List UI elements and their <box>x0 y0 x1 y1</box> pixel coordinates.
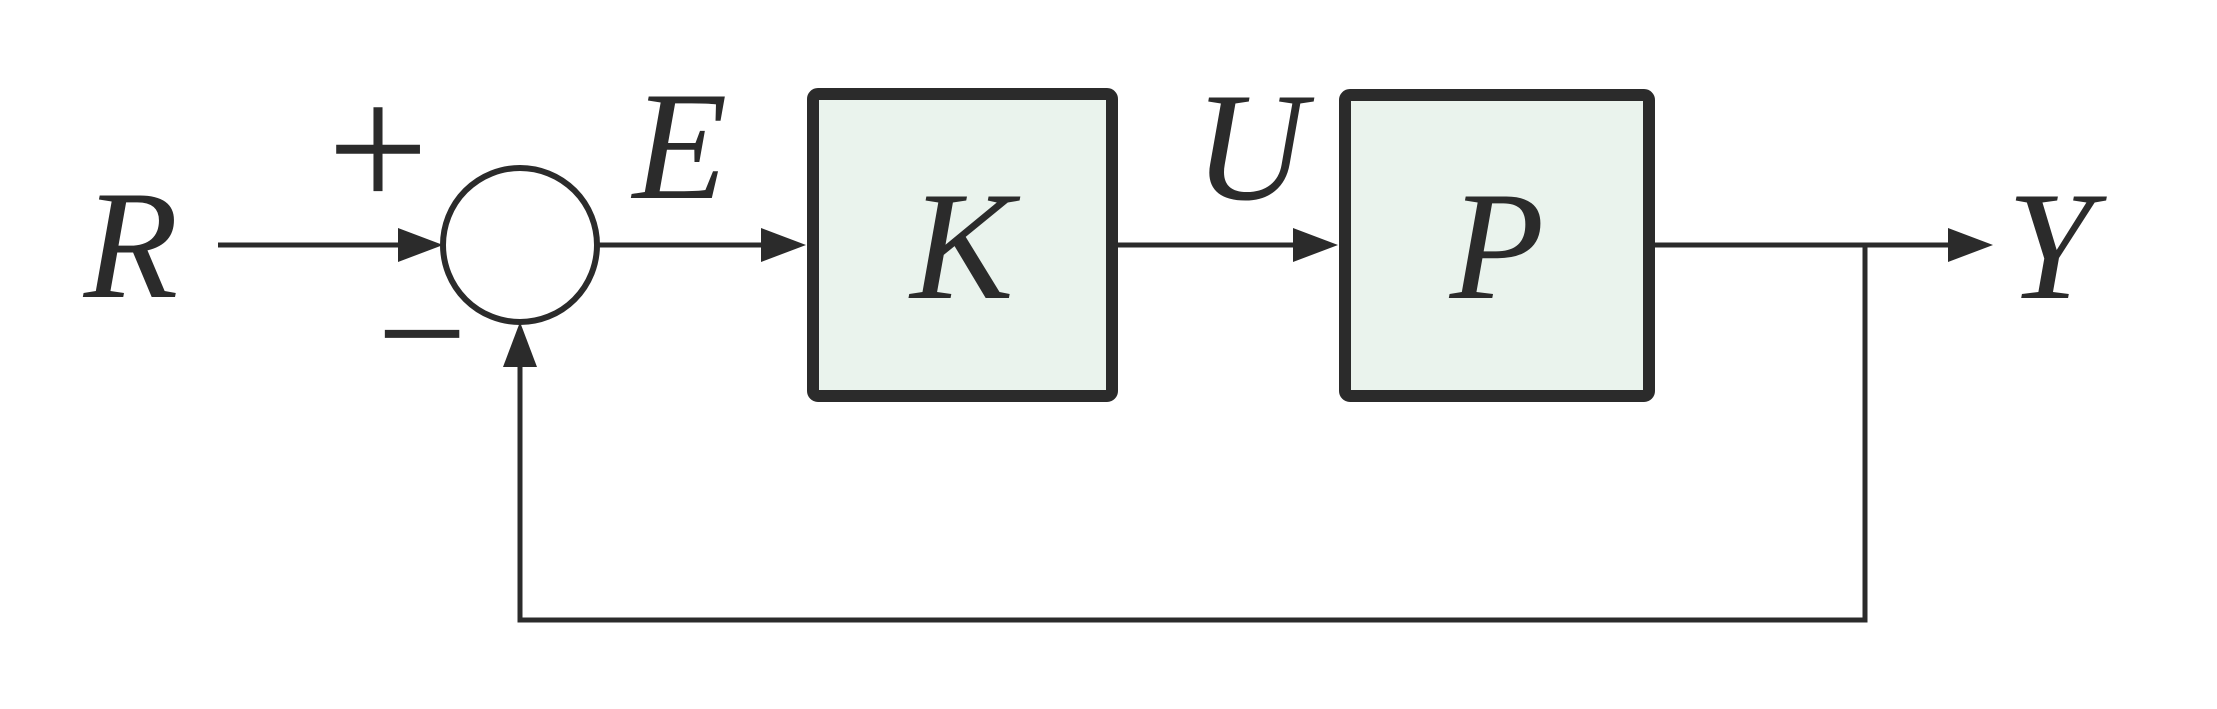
arrowhead-into-output <box>1948 228 1993 262</box>
arrow-sum-to-controller <box>597 228 806 262</box>
arrowhead-into-controller <box>761 228 806 262</box>
controller-block: K <box>807 88 1118 402</box>
plant-block: P <box>1339 89 1655 402</box>
error-signal-label: E <box>631 60 728 232</box>
control-signal-label: U <box>1194 61 1315 233</box>
plus-sign: + <box>327 49 429 248</box>
arrowhead-into-sum <box>398 228 443 262</box>
feedback-path <box>503 245 1868 623</box>
feedback-wire <box>517 245 1868 623</box>
arrow-reference-to-sum <box>218 228 443 262</box>
arrow-plant-to-output <box>1655 228 1993 262</box>
plant-label: P <box>1449 160 1545 332</box>
reference-signal-label: R <box>83 159 179 331</box>
output-signal-label: Y <box>2007 160 2107 332</box>
controller-label: K <box>908 160 1021 332</box>
sum-junction <box>440 165 600 325</box>
arrowhead-feedback-into-sum <box>503 322 537 367</box>
plant-box <box>1339 89 1655 402</box>
arrowhead-into-plant <box>1293 228 1338 262</box>
controller-box <box>807 88 1118 402</box>
arrow-controller-to-plant <box>1118 228 1338 262</box>
